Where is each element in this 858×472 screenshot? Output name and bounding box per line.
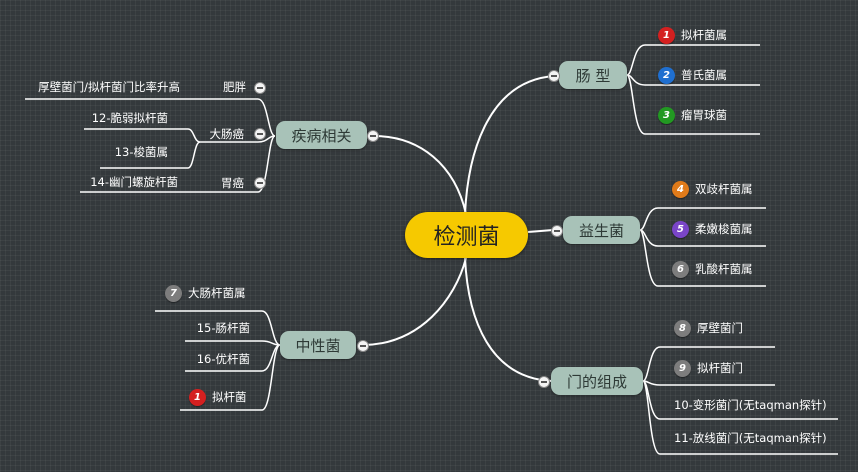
leaf-eubacterium[interactable]: 16-优杆菌: [180, 350, 250, 368]
topic-probiotics-label: 益生菌: [578, 221, 624, 240]
leaf-label: 12-脆弱拟杆菌: [91, 111, 168, 125]
topic-disease[interactable]: 疾病相关: [276, 121, 367, 149]
priority-1-icon: 1: [658, 26, 675, 44]
leaf-proteobacteria[interactable]: 10-变形菌门(无taqman探针): [674, 396, 827, 414]
subtopic-label: 大肠癌: [209, 127, 245, 141]
leaf-label: 普氏菌属: [681, 68, 727, 82]
leaf-actinobacteria[interactable]: 11-放线菌门(无taqman探针): [674, 429, 827, 447]
leaf-ruminococcus[interactable]: 3 瘤胃球菌: [658, 106, 727, 124]
subtopic-label: 肥胖: [223, 80, 246, 94]
topic-neutral-label: 中性菌: [295, 336, 341, 355]
topic-intestinal-type-label: 肠 型: [575, 66, 611, 85]
leaf-label: 厚壁菌门/拟杆菌门比率升高: [38, 80, 180, 94]
leaf-label: 瘤胃球菌: [681, 108, 727, 122]
central-topic-label: 检测菌: [433, 225, 500, 250]
leaf-prevotella[interactable]: 2 普氏菌属: [658, 66, 727, 84]
leaf-enterobacter[interactable]: 15-肠杆菌: [180, 319, 250, 337]
leaf-bacteroides-neutral[interactable]: 1 拟杆菌: [189, 388, 247, 406]
leaf-label: 13-梭菌属: [114, 145, 168, 159]
leaf-lactobacillus[interactable]: 6 乳酸杆菌属: [672, 260, 753, 278]
priority-6-icon: 6: [672, 260, 689, 278]
collapse-toggle[interactable]: [254, 177, 266, 189]
leaf-label: 拟杆菌属: [681, 28, 727, 42]
leaf-label: 16-优杆菌: [196, 352, 250, 366]
subtopic-obesity[interactable]: 肥胖: [190, 78, 246, 96]
priority-3-icon: 3: [658, 106, 675, 124]
leaf-label: 11-放线菌门(无taqman探针): [674, 431, 827, 445]
subtopic-gastric-cancer[interactable]: 胃癌: [200, 174, 244, 192]
priority-7-icon: 7: [165, 284, 182, 302]
topic-intestinal-type[interactable]: 肠 型: [559, 61, 627, 89]
priority-2-icon: 2: [658, 66, 675, 84]
leaf-escherichia[interactable]: 7 大肠杆菌属: [165, 284, 246, 302]
topic-phylum-label: 门的组成: [566, 372, 627, 391]
collapse-toggle[interactable]: [357, 340, 369, 352]
leaf-clostridium[interactable]: 13-梭菌属: [90, 143, 168, 161]
topic-disease-label: 疾病相关: [291, 126, 352, 145]
leaf-label: 大肠杆菌属: [188, 286, 246, 300]
collapse-toggle[interactable]: [367, 130, 379, 142]
leaf-label: 乳酸杆菌属: [695, 262, 753, 276]
priority-5-icon: 5: [672, 220, 689, 238]
subtopic-colorectal-cancer[interactable]: 大肠癌: [196, 125, 245, 143]
leaf-label: 双歧杆菌属: [695, 182, 753, 196]
leaf-label: 厚壁菌门: [697, 321, 743, 335]
collapse-toggle[interactable]: [254, 82, 266, 94]
priority-1-icon: 1: [189, 388, 206, 406]
leaf-label: 柔嫩梭菌属: [695, 222, 753, 236]
leaf-label: 14-幽门螺旋杆菌: [90, 175, 178, 189]
collapse-toggle[interactable]: [548, 70, 560, 82]
leaf-bacteroides-fragilis[interactable]: 12-脆弱拟杆菌: [70, 109, 168, 127]
central-topic[interactable]: 检测菌: [405, 212, 528, 258]
leaf-ratio-increase[interactable]: 厚壁菌门/拟杆菌门比率升高: [20, 78, 180, 96]
collapse-toggle[interactable]: [538, 376, 550, 388]
topic-phylum[interactable]: 门的组成: [551, 367, 643, 395]
collapse-toggle[interactable]: [254, 128, 266, 140]
leaf-label: 15-肠杆菌: [196, 321, 250, 335]
leaf-faecalibacterium[interactable]: 5 柔嫩梭菌属: [672, 220, 753, 238]
topic-probiotics[interactable]: 益生菌: [563, 216, 640, 244]
leaf-firmicutes[interactable]: 8 厚壁菌门: [674, 319, 743, 337]
topic-neutral[interactable]: 中性菌: [280, 331, 356, 359]
leaf-label: 拟杆菌: [212, 390, 247, 404]
priority-4-icon: 4: [672, 180, 689, 198]
leaf-bacteroidetes[interactable]: 9 拟杆菌门: [674, 359, 743, 377]
leaf-bifidobacterium[interactable]: 4 双歧杆菌属: [672, 180, 753, 198]
priority-9-icon: 9: [674, 359, 691, 377]
leaf-bacteroides[interactable]: 1 拟杆菌属: [658, 26, 727, 44]
priority-8-icon: 8: [674, 319, 691, 337]
collapse-toggle[interactable]: [551, 225, 563, 237]
subtopic-label: 胃癌: [221, 176, 244, 190]
leaf-label: 10-变形菌门(无taqman探针): [674, 398, 827, 412]
leaf-label: 拟杆菌门: [697, 361, 743, 375]
leaf-helicobacter[interactable]: 14-幽门螺旋杆菌: [70, 173, 178, 191]
